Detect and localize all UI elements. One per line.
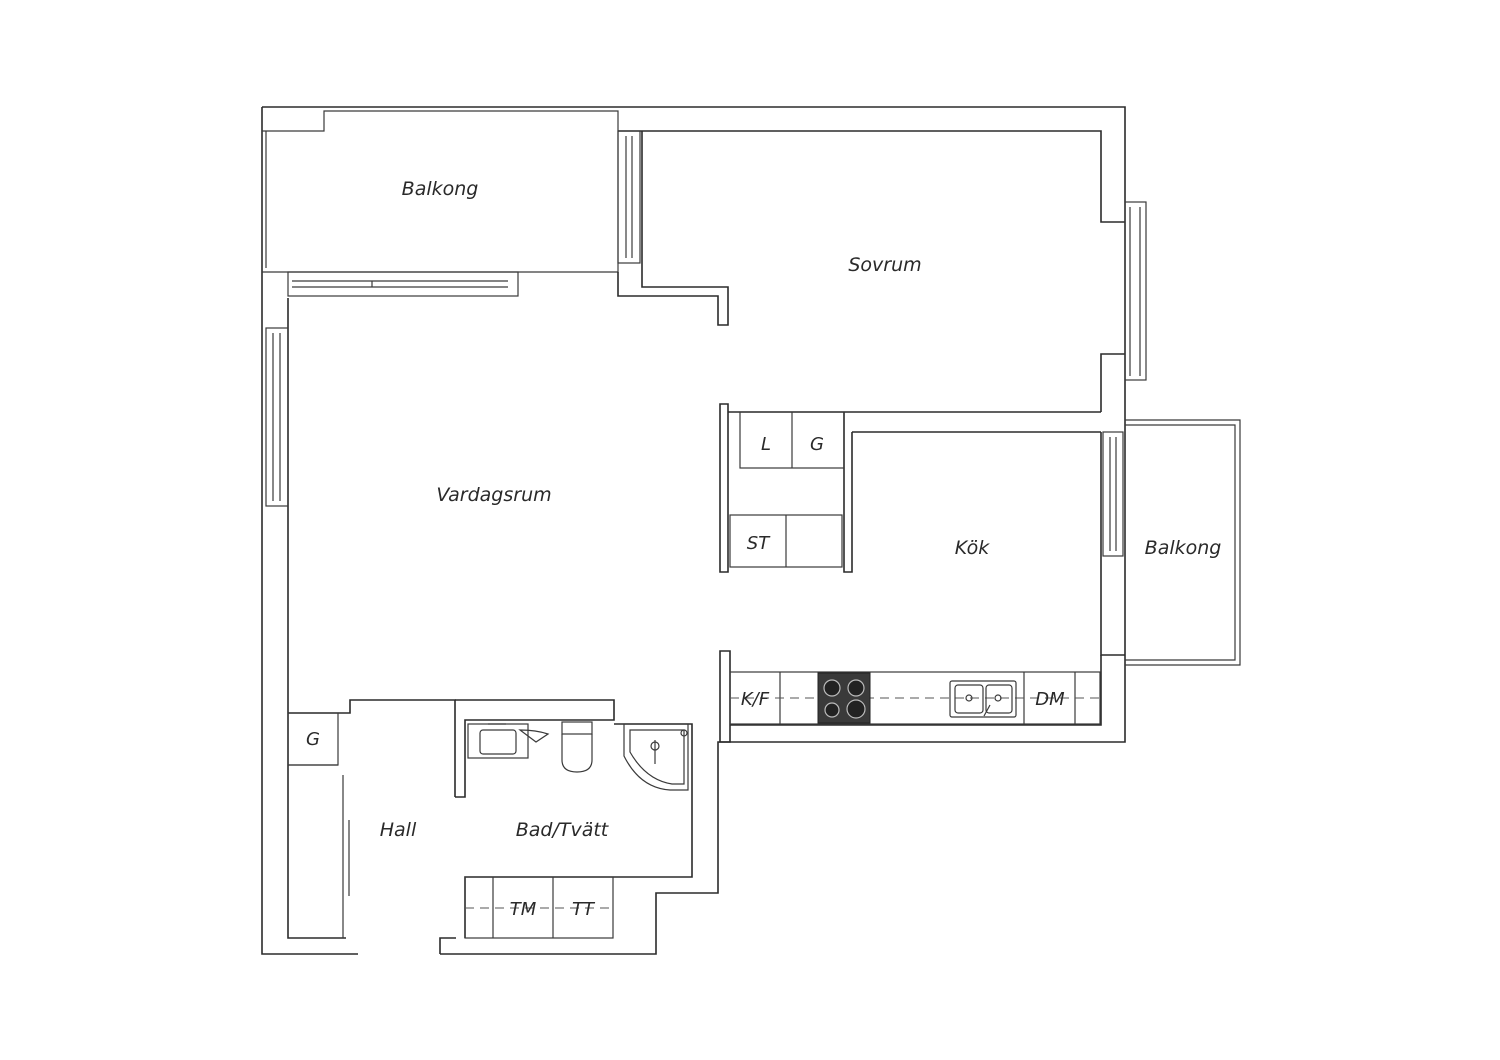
- fixture-label-kf: K/F: [741, 689, 770, 710]
- washbasin-icon: [467, 723, 550, 759]
- room-label-bad: Bad/Tvätt: [516, 819, 610, 841]
- corner-shower-icon: [623, 723, 689, 791]
- room-label-kok: Kök: [955, 537, 990, 559]
- fixture-label-dm: DM: [1035, 689, 1065, 710]
- room-label-vardagsrum: Vardagsrum: [436, 484, 551, 506]
- balcony-top: [262, 110, 641, 297]
- fixture-label-st: ST: [747, 533, 771, 554]
- living-window: [265, 327, 289, 507]
- room-label-sovrum: Sovrum: [848, 254, 921, 276]
- double-sink-icon: [949, 680, 1017, 718]
- fixture-label-l: L: [761, 434, 771, 455]
- fixture-label-tt: TT: [572, 899, 596, 920]
- balcony-right: [1102, 419, 1241, 666]
- fixture-label-tm: TM: [510, 899, 537, 920]
- fixture-label-g-closet: G: [810, 434, 824, 455]
- toilet-icon: [561, 721, 593, 773]
- room-label-hall: Hall: [380, 819, 417, 841]
- hob-icon: [817, 672, 871, 724]
- bedroom-walls: [617, 131, 1147, 381]
- room-label-balkong-right: Balkong: [1145, 537, 1222, 559]
- fixture-label-g-hall: G: [306, 729, 320, 750]
- bathroom-walls: [287, 699, 693, 939]
- room-label-balkong-top: Balkong: [402, 178, 479, 200]
- closet-block: [719, 403, 1101, 743]
- kitchen-counter: [729, 671, 1101, 725]
